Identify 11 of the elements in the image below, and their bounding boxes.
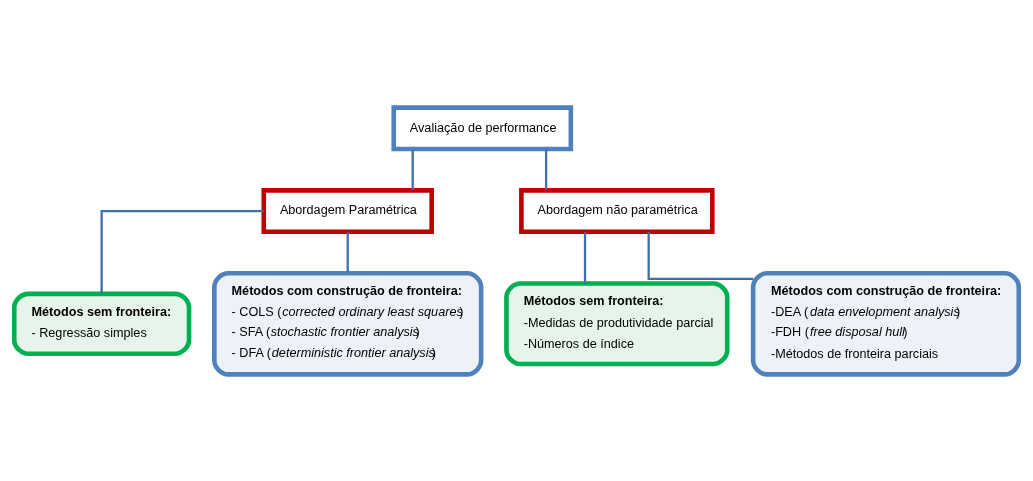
node-box: Métodos sem fronteira: -Medidas de produtividade parcial -Números de índice xyxy=(504,280,730,366)
connector xyxy=(583,231,587,284)
connector xyxy=(100,209,264,294)
connector xyxy=(647,231,754,280)
node-box: Avaliação de performance xyxy=(391,104,574,151)
node-box: Métodos sem fronteira: - Regressão simples xyxy=(11,291,192,356)
connector xyxy=(411,148,414,190)
connector xyxy=(346,231,349,273)
node-box: Abordagem não paramétrica xyxy=(519,187,715,234)
node-box: Abordagem Paramétrica xyxy=(261,187,434,234)
connector xyxy=(544,148,548,190)
